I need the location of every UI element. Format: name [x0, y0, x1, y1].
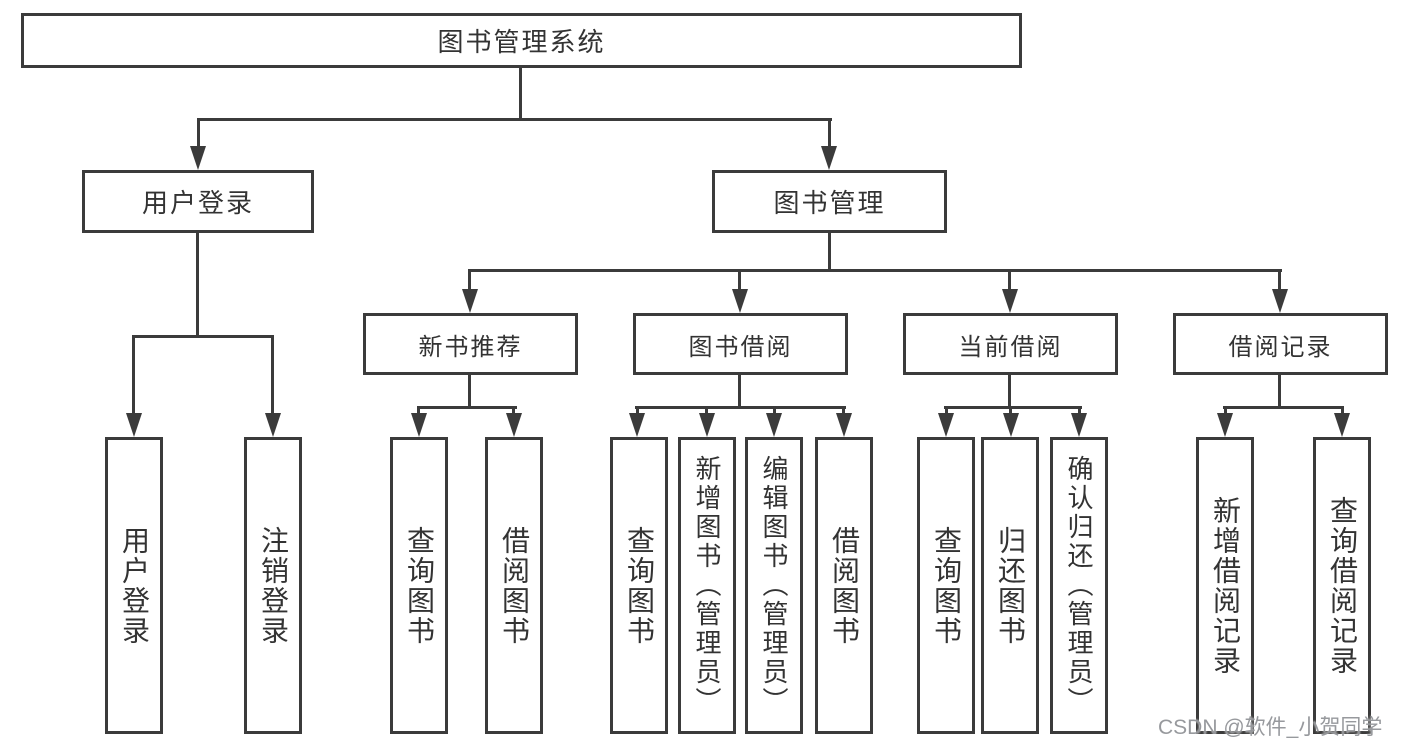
connector-line	[944, 406, 1082, 409]
arrowhead-down	[411, 413, 427, 437]
leaf-add-borrow-record: 新增借阅记录	[1196, 437, 1254, 734]
node-borrowing-records: 借阅记录	[1173, 313, 1388, 375]
arrowhead-down	[938, 413, 954, 437]
leaf-borrow-books-recommend: 借阅图书	[485, 437, 543, 734]
leaf-add-books-admin: 新增图书（管理员）	[678, 437, 736, 734]
connector-line	[1278, 269, 1281, 291]
arrowhead-down	[462, 289, 478, 313]
leaf-return-books: 归还图书	[981, 437, 1039, 734]
arrowhead-down	[1002, 289, 1018, 313]
leaf-logout: 注销登录	[244, 437, 302, 734]
connector-line	[197, 118, 200, 148]
connector-line	[512, 406, 515, 416]
connector-line	[132, 335, 274, 338]
connector-line	[636, 406, 639, 416]
leaf-query-borrow-record: 查询借阅记录	[1313, 437, 1371, 734]
connector-line	[197, 118, 832, 121]
arrowhead-down	[1217, 413, 1233, 437]
connector-line	[1008, 269, 1011, 291]
node-book-management-module: 图书管理	[712, 170, 947, 233]
connector-line	[773, 406, 776, 416]
connector-line	[1009, 406, 1012, 416]
arrowhead-down	[766, 413, 782, 437]
arrowhead-down	[836, 413, 852, 437]
arrowhead-down	[265, 413, 281, 437]
connector-line	[1278, 375, 1281, 408]
leaf-borrow-books: 借阅图书	[815, 437, 873, 734]
leaf-query-books-borrowing: 查询图书	[610, 437, 668, 734]
arrowhead-down	[1334, 413, 1350, 437]
connector-line	[417, 406, 420, 416]
csdn-watermark: CSDN @软件_小贺同学	[1158, 716, 1383, 739]
connector-line	[417, 406, 517, 409]
leaf-query-books-recommend: 查询图书	[390, 437, 448, 734]
arrowhead-down	[1071, 413, 1087, 437]
connector-line	[635, 406, 846, 409]
connector-line	[271, 335, 274, 413]
connector-line	[945, 406, 948, 416]
arrowhead-down	[821, 146, 837, 170]
node-current-borrowing: 当前借阅	[903, 313, 1118, 375]
connector-line	[738, 375, 741, 408]
connector-line	[519, 68, 522, 118]
arrowhead-down	[190, 146, 206, 170]
connector-line	[468, 269, 1282, 272]
connector-line	[1078, 406, 1081, 416]
leaf-user-login: 用户登录	[105, 437, 163, 734]
arrowhead-down	[506, 413, 522, 437]
connector-line	[132, 335, 135, 413]
connector-line	[196, 233, 199, 335]
arrowhead-down	[1003, 413, 1019, 437]
connector-line	[705, 406, 708, 416]
leaf-edit-books-admin: 编辑图书（管理员）	[745, 437, 803, 734]
node-book-borrowing: 图书借阅	[633, 313, 848, 375]
arrowhead-down	[1272, 289, 1288, 313]
arrowhead-down	[126, 413, 142, 437]
connector-line	[1341, 406, 1344, 416]
connector-line	[828, 118, 831, 148]
connector-line	[842, 406, 845, 416]
connector-line	[468, 375, 471, 408]
connector-line	[468, 269, 471, 291]
connector-line	[1224, 406, 1227, 416]
leaf-query-books-current: 查询图书	[917, 437, 975, 734]
arrowhead-down	[732, 289, 748, 313]
arrowhead-down	[699, 413, 715, 437]
connector-line	[738, 269, 741, 291]
node-root-system: 图书管理系统	[21, 13, 1022, 68]
node-new-book-recommendation: 新书推荐	[363, 313, 578, 375]
connector-line	[1008, 375, 1011, 408]
leaf-confirm-return-admin: 确认归还（管理员）	[1050, 437, 1108, 734]
connector-line	[828, 233, 831, 272]
node-user-login-module: 用户登录	[82, 170, 314, 233]
connector-line	[1223, 406, 1344, 409]
arrowhead-down	[629, 413, 645, 437]
